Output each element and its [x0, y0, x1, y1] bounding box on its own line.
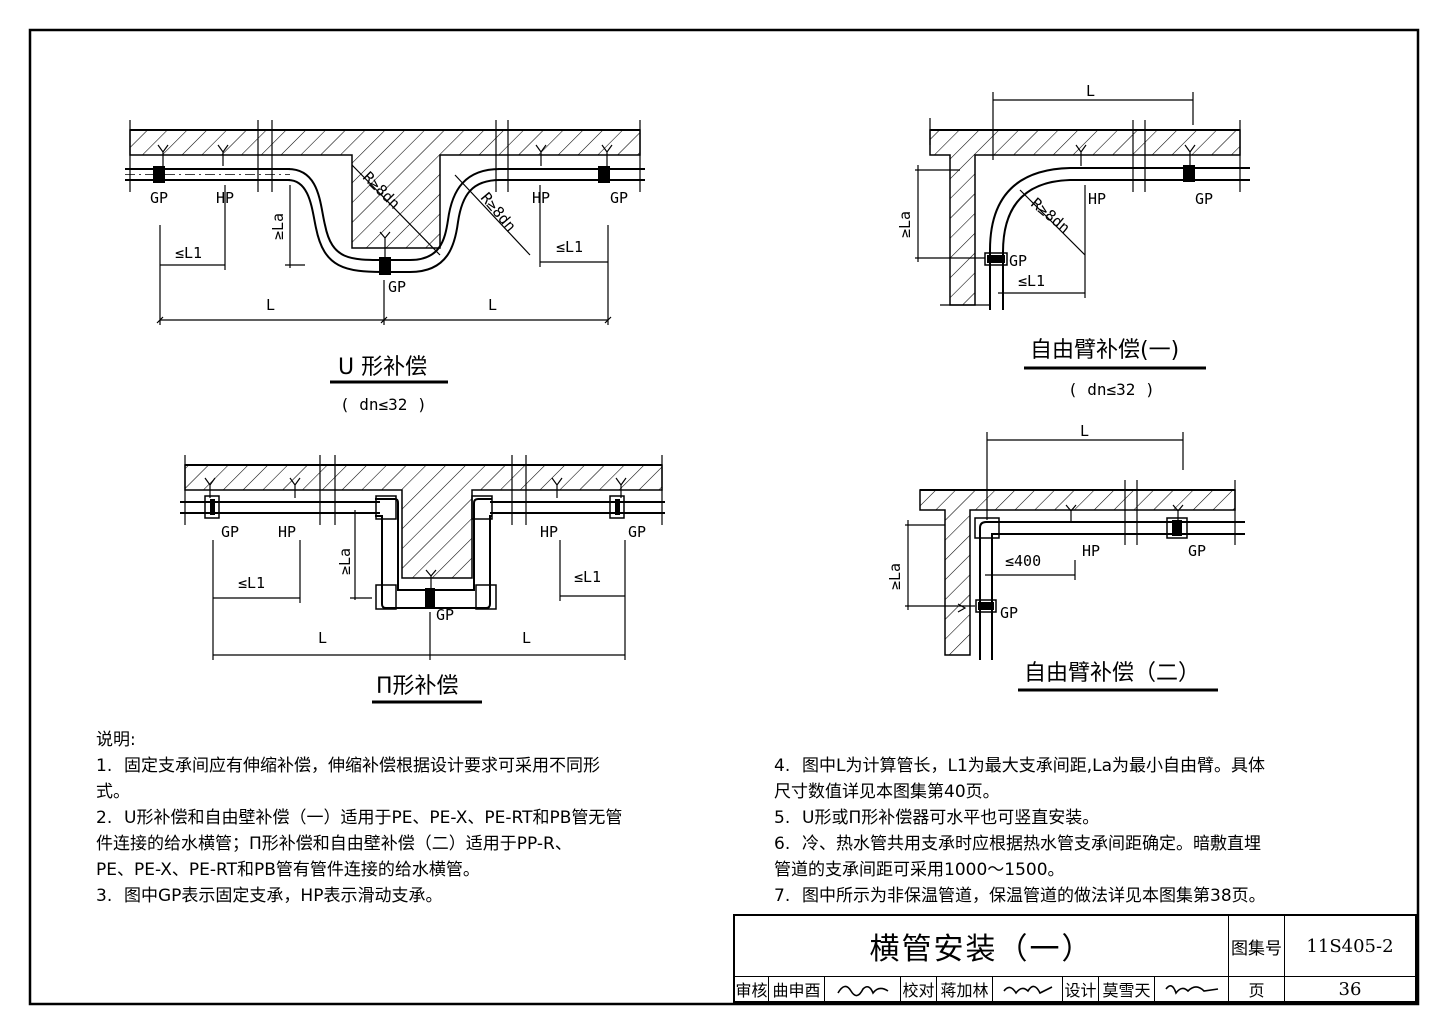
fa2-gp-right-label: GP	[1188, 542, 1206, 560]
free-arm-1-subtitle: ( dn≤32 )	[1068, 380, 1155, 399]
note-3: 3.图中GP表示固定支承，HP表示滑动支承。	[96, 886, 443, 906]
free-arm-2-diagram	[905, 432, 1245, 660]
designer-name: 莫雪天	[1099, 977, 1155, 1001]
checker-signature	[993, 977, 1063, 1001]
fa1-la-label: ≥La	[896, 211, 914, 238]
free-arm-1-diagram	[915, 92, 1250, 310]
pi-gp-bottom-label: GP	[436, 606, 454, 624]
pi-l-left-label: L	[318, 629, 327, 647]
fa1-l1-label: ≤L1	[1018, 272, 1045, 290]
note-1: 1.固定支承间应有伸缩补偿，伸缩补偿根据设计要求可采用不同形 式。	[96, 756, 600, 802]
atlas-label: 图集号	[1229, 916, 1285, 977]
u-hp-left-label: HP	[216, 189, 234, 207]
pi-hp-right-label: HP	[540, 523, 558, 541]
pi-shape-title: Π形补偿	[376, 674, 459, 699]
u-l1-right-label: ≤L1	[556, 238, 583, 256]
design-label: 设计	[1063, 977, 1099, 1001]
fa1-gp-left-label: GP	[1009, 252, 1027, 270]
note-7: 7.图中所示为非保温管道，保温管道的做法详见本图集第38页。	[774, 886, 1266, 906]
u-shape-diagram	[125, 120, 645, 325]
notes-heading: 说明:	[96, 730, 136, 750]
fa1-gp-right-label: GP	[1195, 190, 1213, 208]
page-number: 36	[1338, 978, 1362, 1000]
pi-la-label: ≥La	[336, 548, 354, 575]
fa1-hp-label: HP	[1088, 190, 1106, 208]
pi-l1-right-label: ≤L1	[574, 568, 601, 586]
sheet-border	[28, 28, 1420, 1006]
page-label: 页	[1229, 977, 1285, 1001]
notes-right: 4.图中L为计算管长，L1为最大支承间距,La为最小自由臂。具体 尺寸数值详见本…	[774, 753, 1384, 909]
note-6: 6.冷、热水管共用支承时应根据热水管支承间距确定。暗敷直埋 管道的支承间距可采用…	[774, 834, 1261, 880]
review-label: 审核	[735, 977, 769, 1001]
u-shape-subtitle: ( dn≤32 )	[340, 395, 427, 414]
u-shape-title: U 形补偿	[338, 355, 427, 380]
free-arm-1-title: 自由臂补偿(一)	[1030, 338, 1179, 363]
fa2-l-label: L	[1080, 422, 1089, 440]
u-hp-right-label: HP	[532, 189, 550, 207]
free-arm-2-title: 自由臂补偿（二）	[1024, 661, 1200, 686]
u-gp-left-label: GP	[150, 189, 168, 207]
u-gp-bottom-label: GP	[388, 278, 406, 296]
note-5: 5.U形或Π形补偿器可水平也可竖直安装。	[774, 808, 1100, 828]
note-4: 4.图中L为计算管长，L1为最大支承间距,La为最小自由臂。具体 尺寸数值详见本…	[774, 756, 1266, 802]
checker-name: 蒋加林	[937, 977, 993, 1001]
u-la-label: ≥La	[269, 213, 287, 240]
reviewer-signature	[825, 977, 901, 1001]
u-l-right-label: L	[488, 296, 497, 314]
u-r-label-2: R≥8dn	[477, 189, 520, 235]
reviewer-name: 曲申酉	[769, 977, 825, 1001]
pi-gp-left-label: GP	[221, 523, 239, 541]
fa2-400-label: ≤400	[1005, 552, 1041, 570]
title-block: 横管安装（一） 图集号 11S405-2 审核 曲申酉 校对 蒋加林 设计 莫雪…	[733, 914, 1417, 1003]
fa1-r-label: R≥8dn	[1027, 194, 1073, 237]
fa2-la-label: ≥La	[886, 563, 904, 590]
notes-left: 说明: 1.固定支承间应有伸缩补偿，伸缩补偿根据设计要求可采用不同形 式。 2.…	[96, 727, 706, 909]
note-2: 2.U形补偿和自由壁补偿（一）适用于PE、PE-X、PE-RT和PB管无管 件连…	[96, 808, 623, 880]
atlas-number: 11S405-2	[1285, 916, 1415, 977]
check-label: 校对	[901, 977, 937, 1001]
fa1-l-label: L	[1086, 82, 1095, 100]
u-l1-left-label: ≤L1	[175, 244, 202, 262]
pi-l1-left-label: ≤L1	[238, 574, 265, 592]
pi-l-right-label: L	[522, 629, 531, 647]
designer-signature	[1155, 977, 1229, 1001]
fa2-hp-label: HP	[1082, 542, 1100, 560]
pi-hp-left-label: HP	[278, 523, 296, 541]
pi-shape-diagram	[180, 455, 665, 660]
fa2-gp-left-label: GP	[1000, 604, 1018, 622]
u-l-left-label: L	[266, 296, 275, 314]
u-gp-right-label: GP	[610, 189, 628, 207]
drawing-title: 横管安装（一）	[735, 916, 1229, 977]
pi-gp-right-label: GP	[628, 523, 646, 541]
